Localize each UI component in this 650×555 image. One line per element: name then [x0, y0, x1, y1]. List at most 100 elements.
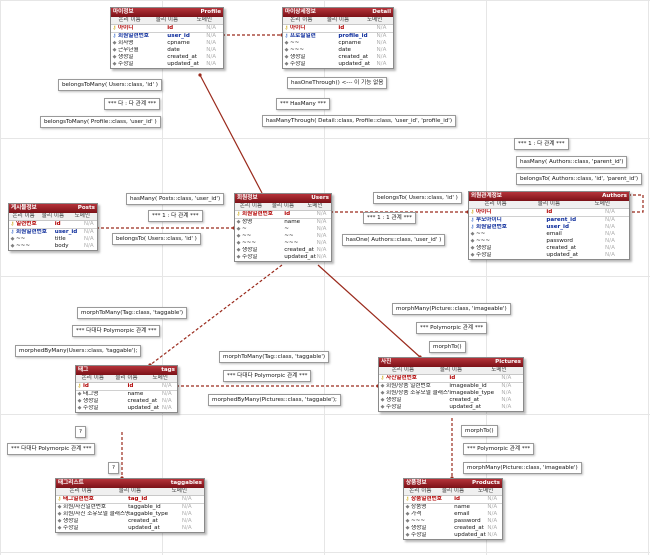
attribute-domain: N/A — [487, 525, 498, 531]
rel-profile-users — [199, 74, 263, 194]
attribute-dot-icon: ◆ — [405, 511, 410, 517]
note-morphmany-picture-bottom: morphMany(Picture::class, 'imageable') — [463, 462, 582, 474]
column-header-label: 논리 이름 — [81, 375, 105, 381]
attribute-logical-name: 생성일 — [290, 54, 306, 60]
attribute-dot-icon: ◆ — [405, 525, 410, 531]
entity-physical-name: Pictures — [495, 359, 521, 365]
attribute-physical-name: date — [338, 47, 352, 53]
column-header-label: 논리 이름 — [409, 488, 432, 494]
attribute-domain: N/A — [605, 245, 615, 251]
attribute-logical-name: 아이디 — [118, 25, 134, 31]
entity-attribute-row[interactable]: ◆~~~~N/A — [235, 233, 331, 240]
attribute-logical-name: 가격 — [411, 511, 422, 517]
column-header-label: 논리 이름 — [118, 17, 141, 23]
attribute-logical-name: 회원/사진 소유모델 클래스명 — [63, 511, 129, 517]
entity-attribute-row[interactable]: ◆~~~~~~N/A — [235, 240, 331, 247]
attribute-domain: N/A — [316, 247, 327, 253]
primary-key-icon: ⚷ — [57, 496, 62, 502]
attribute-logical-name: 생성일 — [63, 518, 79, 524]
attribute-domain: N/A — [206, 54, 217, 60]
attribute-logical-name: 회원일련번호 — [16, 229, 47, 235]
column-header-label: 도메인 — [74, 213, 91, 219]
column-header-label: 도메인 — [307, 203, 323, 209]
primary-key-icon: ⚷ — [380, 375, 385, 381]
attribute-physical-name: ~~~ — [284, 240, 299, 246]
column-header-label: 논리 이름 — [69, 488, 92, 494]
column-header-label: 논리 이름 — [12, 213, 35, 219]
attribute-domain: N/A — [161, 398, 172, 404]
attribute-physical-name: parent_id — [546, 217, 577, 223]
attribute-domain: N/A — [316, 233, 327, 239]
attribute-dot-icon: ◆ — [236, 247, 241, 253]
attribute-domain: N/A — [316, 211, 327, 217]
entity-logical-name: 게시물정보 — [11, 205, 37, 211]
attribute-domain: N/A — [316, 254, 327, 260]
attribute-dot-icon: ◆ — [77, 405, 82, 411]
entity-physical-name: tags — [161, 367, 175, 373]
attribute-logical-name: 회원/상품 소유모델 클래스명 — [386, 390, 450, 396]
entity-attribute-row[interactable]: ◆~~N/A — [235, 226, 331, 233]
attribute-domain: N/A — [376, 54, 387, 60]
attribute-dot-icon: ◆ — [112, 40, 117, 46]
